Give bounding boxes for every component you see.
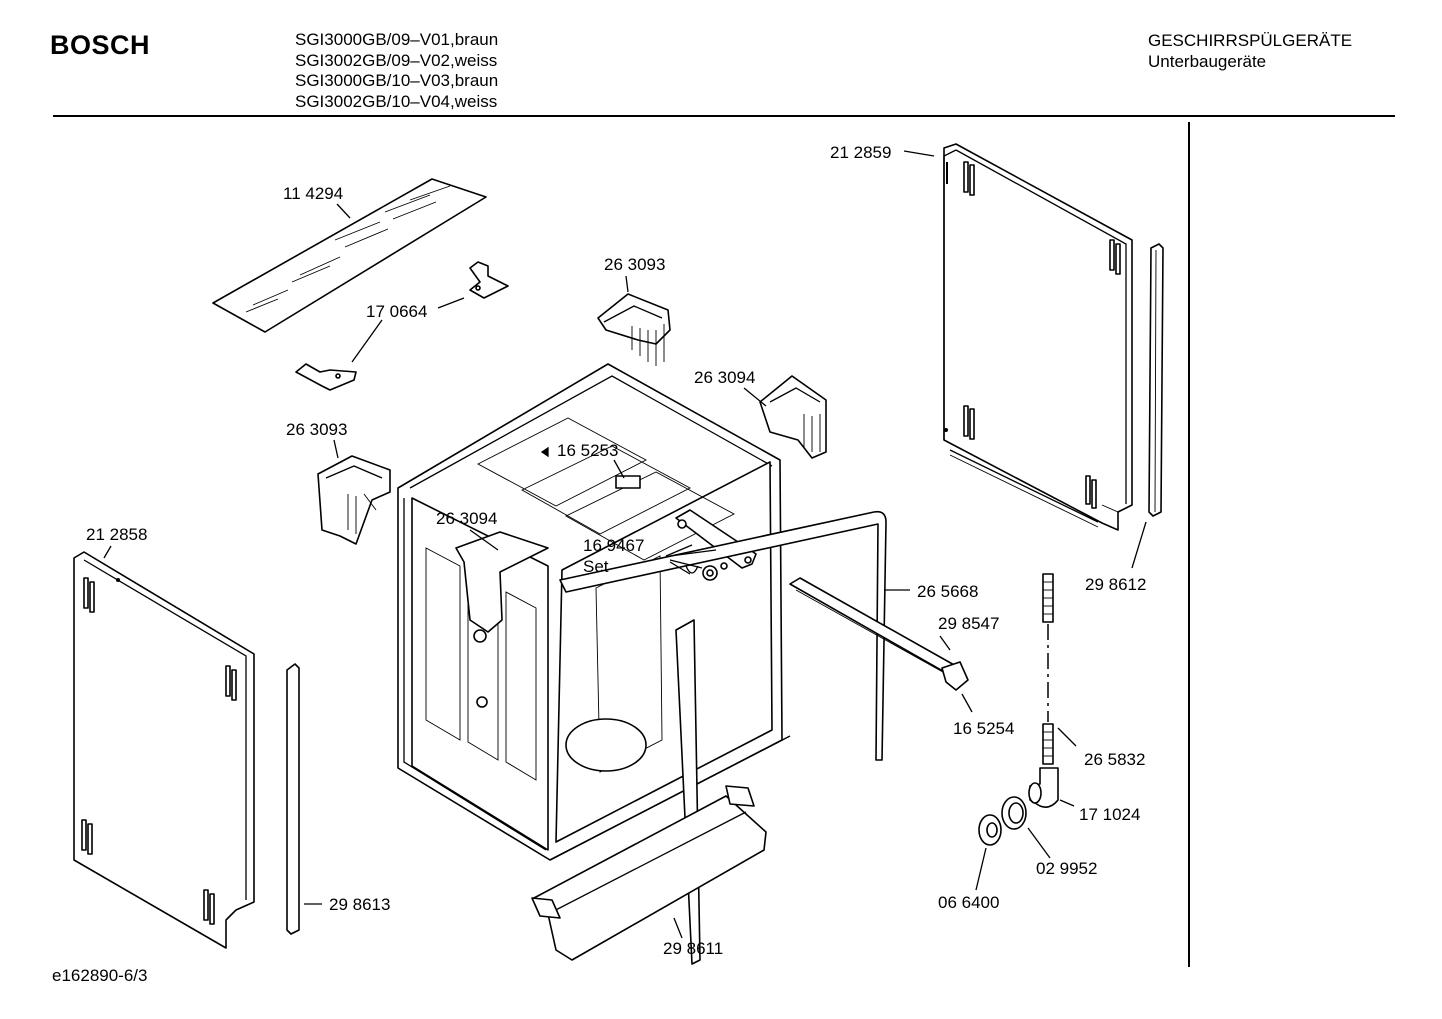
- label-part-265668: 26 5668: [917, 582, 978, 601]
- category-title: GESCHIRRSPÜLGERÄTE: [1148, 31, 1353, 50]
- category-block: GESCHIRRSPÜLGERÄTE Unterbaugeräte: [1148, 30, 1352, 72]
- seal-strip-right-drawing: [1148, 243, 1164, 517]
- vertical-divider: [1188, 122, 1190, 967]
- hinge-bracket-left-drawing: [317, 455, 391, 545]
- label-part-263094-right: 26 3094: [694, 368, 755, 387]
- label-part-114294: 11 4294: [283, 184, 343, 203]
- model-line: SGI3000GB/10–V03,braun: [295, 71, 499, 90]
- label-part-298547: 29 8547: [938, 614, 999, 633]
- sealing-ring-drawing: [1001, 796, 1027, 830]
- label-part-298613: 29 8613: [329, 895, 390, 914]
- side-panel-left-drawing: [73, 551, 255, 949]
- label-part-165254: 16 5254: [953, 719, 1014, 738]
- plinth-rail-drawing: [531, 785, 767, 961]
- label-part-169467-note: Set: [583, 557, 609, 576]
- model-line: SGI3000GB/09–V01,braun: [295, 30, 499, 49]
- drain-pipe-drawing: [1042, 573, 1054, 765]
- model-line: SGI3002GB/10–V04,weiss: [295, 91, 498, 111]
- label-part-165253: 16 5253: [557, 441, 618, 460]
- insulation-mat-drawing: [212, 178, 487, 333]
- label-part-298611: 29 8611: [663, 939, 723, 958]
- tub-body-drawing: [397, 363, 791, 861]
- header-divider: [53, 115, 1395, 117]
- subcategory-title: Unterbaugeräte: [1148, 52, 1267, 71]
- screw-cap-drawing: [978, 814, 1002, 846]
- model-line: SGI3002GB/09–V02,weiss: [295, 50, 498, 70]
- leader-lines: [103, 150, 1147, 939]
- label-part-029952: 02 9952: [1036, 859, 1097, 878]
- hinge-bracket-top-drawing: [597, 293, 671, 366]
- model-list: SGI3000GB/09–V01,braun SGI3002GB/09–V02,…: [295, 30, 498, 112]
- brand-logo: BOSCH: [50, 30, 151, 60]
- label-part-212859: 21 2859: [830, 143, 891, 162]
- label-part-170664: 17 0664: [366, 302, 427, 321]
- label-part-066400: 06 6400: [938, 893, 999, 912]
- hinge-bracket-right-drawing: [759, 375, 827, 459]
- cross-bar-drawing: [789, 577, 969, 691]
- label-part-212858: 21 2858: [86, 525, 147, 544]
- label-part-298612: 29 8612: [1085, 575, 1146, 594]
- bracket-pair-drawing: [295, 261, 509, 391]
- label-part-169467: 16 9467: [583, 536, 644, 555]
- document-id: e162890-6/3: [52, 966, 148, 985]
- drain-elbow-drawing: [1028, 767, 1059, 808]
- seal-strip-left-drawing: [286, 663, 300, 935]
- label-part-265832: 26 5832: [1084, 750, 1145, 769]
- label-part-171024: 17 1024: [1079, 805, 1140, 824]
- hinge-bracket-center-drawing: [455, 531, 549, 633]
- label-part-263093-top: 26 3093: [604, 255, 665, 274]
- label-part-263094-center: 26 3094: [436, 509, 497, 528]
- side-panel-right-drawing: [943, 143, 1133, 531]
- label-part-263093-left: 26 3093: [286, 420, 347, 439]
